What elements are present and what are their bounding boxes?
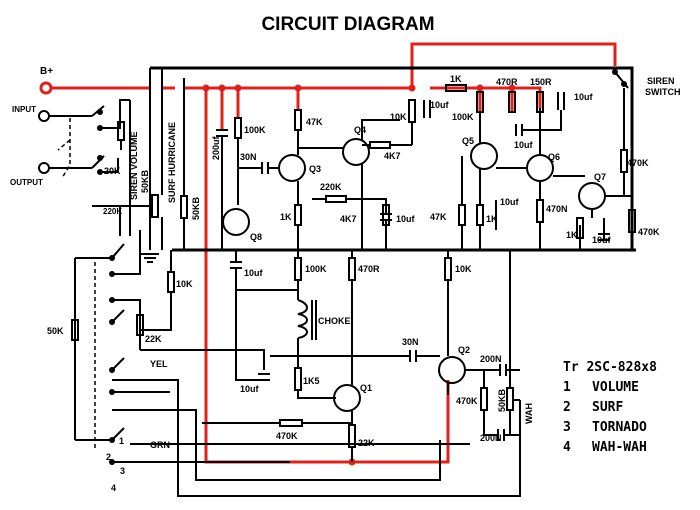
r-47k-q3-label: 47K — [306, 117, 323, 127]
b-plus-terminal — [39, 81, 53, 95]
r-100k-q5-label: 100K — [452, 112, 474, 122]
r-470r-label: 470R — [496, 77, 518, 87]
surf-hurricane-label: SURF HURRICANE — [167, 122, 177, 203]
output-label: OUTPUT — [10, 178, 43, 187]
r-470n-label: 470N — [546, 204, 568, 214]
r-470k-sw-label: 470K — [627, 158, 649, 168]
legend-num-2: 2 — [563, 400, 571, 415]
q3-label: Q3 — [309, 164, 321, 174]
pot-50kb-q2-label: 50KB — [497, 388, 507, 412]
r-47k-q6-label: 47K — [430, 212, 447, 222]
legend-name-3: TORNADO — [592, 420, 647, 435]
c-10uf-top-label: 10uf — [574, 92, 594, 102]
q6-label: Q6 — [548, 152, 560, 162]
wah-label: WAH — [524, 403, 534, 424]
c-10uf-low-label: 10uf — [240, 384, 260, 394]
r-470k-q2-label: 470K — [456, 396, 478, 406]
pot-50kb-b-label: 50KB — [191, 196, 201, 220]
c-10uf-q7-label: 10uf — [592, 235, 612, 245]
b-plus-label: B+ — [40, 66, 53, 77]
legend-header: Tr 2SC-828x8 — [563, 360, 657, 375]
r-470k-q7-label: 470K — [638, 227, 660, 237]
switch-pos-2: 2 — [106, 452, 111, 462]
r-220k-left-label: 220K — [103, 207, 122, 216]
input-label: INPUT — [12, 105, 36, 114]
siren-switch-label-2: SWITCH — [645, 87, 681, 97]
q8-label: Q8 — [250, 232, 262, 242]
output-jack — [38, 162, 50, 174]
c-200n-b-label: 200N — [480, 433, 502, 443]
q1-symbol — [333, 384, 361, 412]
r-470r-low-label: 470R — [358, 264, 380, 274]
r-1k-q6-label: 1K — [486, 214, 498, 224]
c-10uf-mid-label: 10uf — [396, 214, 416, 224]
legend-num-1: 1 — [563, 380, 571, 395]
c-200uf-label: 200uf — [211, 135, 221, 160]
q7-label: Q7 — [594, 172, 606, 182]
io-section: B+ INPUT OUTPUT 20K SIREN VOLUME 50KB SU… — [10, 66, 521, 497]
q3-q4-stage: 200uf 100K 30N Q8 10uf 47K Q3 1K Q4 4K7 … — [211, 99, 450, 300]
legend-name-2: SURF — [592, 400, 623, 415]
siren-volume-label: SIREN VOLUME — [129, 131, 139, 200]
input-jack — [38, 110, 50, 122]
page-title: CIRCUIT DIAGRAM — [261, 14, 434, 35]
c-10uf-q5-label: 10uf — [514, 140, 534, 150]
choke-label: CHOKE — [318, 316, 351, 326]
q4-label: Q4 — [354, 125, 366, 135]
siren-switch-label-1: SIREN — [647, 76, 675, 86]
pot-50kb-a-label: 50KB — [140, 169, 150, 193]
legend-name-1: VOLUME — [592, 380, 639, 395]
c-200n-a-label: 200N — [480, 354, 502, 364]
q2-symbol — [438, 356, 466, 384]
c-30n-top-label: 30N — [240, 152, 257, 162]
r-10k-left-label: 10K — [176, 279, 193, 289]
legend-num-4: 4 — [563, 440, 571, 455]
r-20k-label: 20K — [104, 166, 121, 176]
q5-symbol — [470, 142, 498, 170]
legend-num-3: 3 — [563, 420, 571, 435]
switch-pos-3: 3 — [120, 466, 125, 476]
r-10k-low-label: 10K — [455, 264, 472, 274]
supply-rail — [39, 42, 617, 466]
q1-label: Q1 — [360, 383, 372, 393]
c-10uf-q4-label: 10uf — [430, 100, 450, 110]
r-1k-q7-label: 1K — [566, 230, 578, 240]
yel-label: YEL — [150, 359, 168, 369]
r-4k7-q4-label: 4K7 — [384, 151, 401, 161]
legend: Tr 2SC-828x8 1 VOLUME 2 SURF 3 TORNADO 4… — [563, 360, 657, 455]
q4-symbol — [342, 138, 370, 166]
q7-symbol — [578, 182, 606, 210]
r-22k-low-label: 22K — [358, 438, 375, 448]
c-30n-low-label: 30N — [402, 337, 419, 347]
r-470k-low-label: 470K — [276, 431, 298, 441]
q5-label: Q5 — [462, 136, 474, 146]
r-220k-mid-label: 220K — [320, 182, 342, 192]
r-1k-q3-label: 1K — [280, 212, 292, 222]
r-22k-left-label: 22K — [145, 334, 162, 344]
r-100k-low-label: 100K — [305, 264, 327, 274]
c-10uf-q8-label: 10uf — [244, 268, 264, 278]
r-50k-left-label: 50K — [47, 326, 64, 336]
switch-pos-4: 4 — [111, 483, 116, 493]
r-1k-top-label: 1K — [450, 74, 462, 84]
r-1k5-label: 1K5 — [303, 376, 320, 386]
c-10uf-q6-label: 10uf — [500, 197, 520, 207]
siren-stage: 1K 470R 150R 10uf 100K 10uf Q5 47K 1K 10… — [430, 69, 681, 250]
wah-stage: 100K 470R 10K CHOKE 1K5 10uf Q1 22K 470K… — [202, 250, 534, 462]
q8-symbol — [222, 208, 250, 236]
r-4k7-mid-label: 4K7 — [340, 214, 357, 224]
r-10k-q4-label: 10K — [390, 112, 407, 122]
legend-name-4: WAH-WAH — [592, 440, 647, 455]
r-100k-label: 100K — [244, 125, 266, 135]
r-150r-label: 150R — [530, 77, 552, 87]
ground-bus — [141, 66, 636, 263]
switch-pos-1: 1 — [119, 436, 124, 446]
q3-symbol — [278, 154, 306, 182]
q2-label: Q2 — [458, 345, 470, 355]
